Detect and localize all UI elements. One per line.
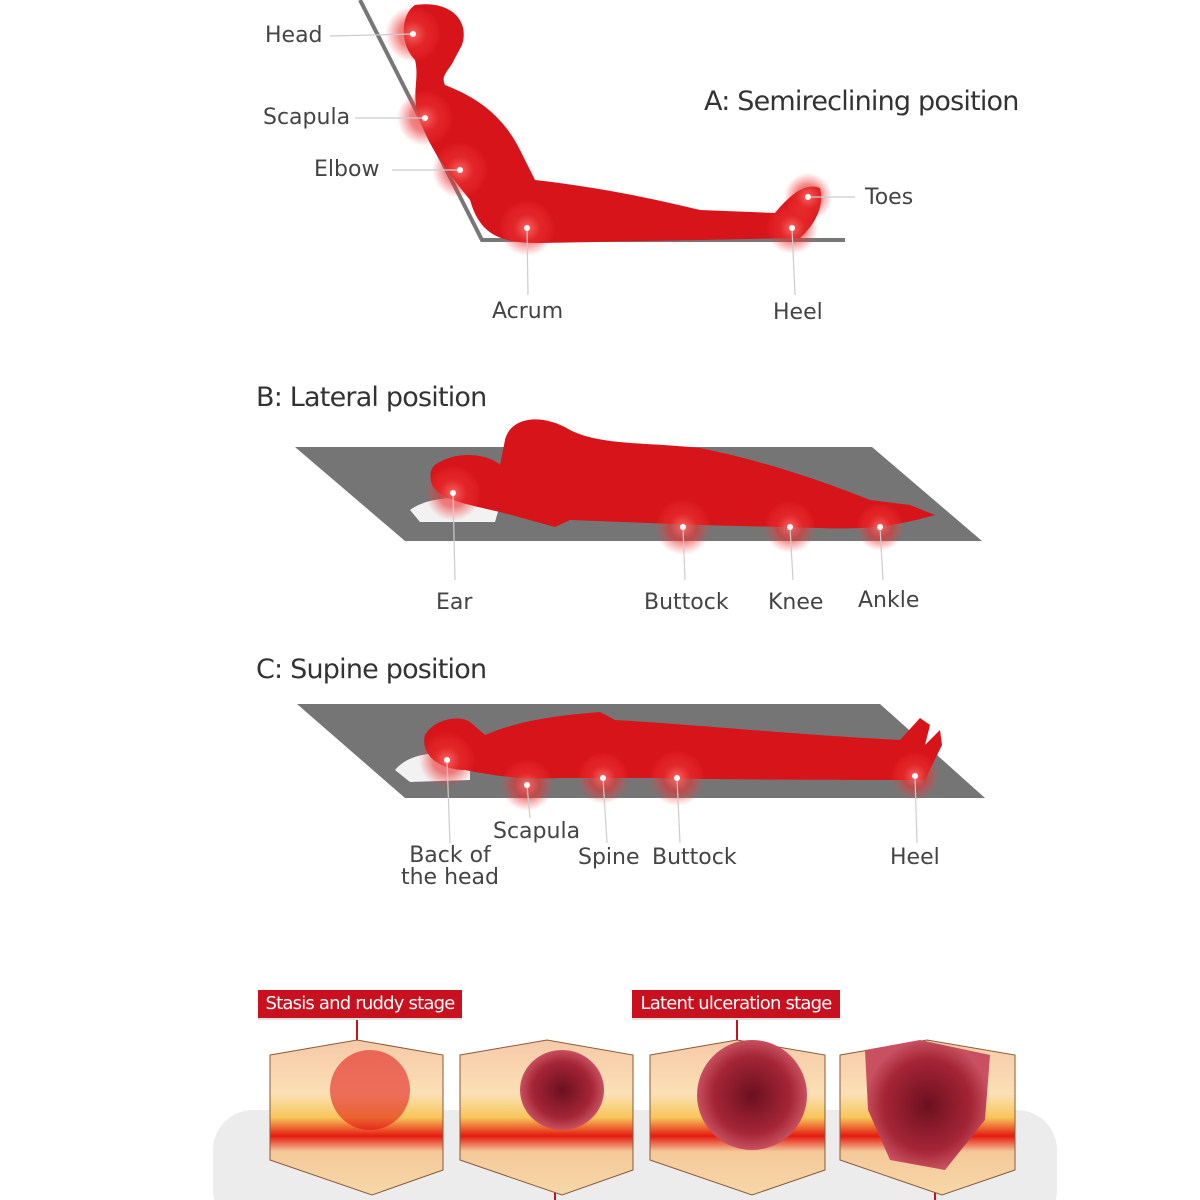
ulcer-stages <box>213 1018 1057 1200</box>
label-heel-a: Heel <box>773 300 823 325</box>
stage-tag-latent-ulceration: Latent ulceration stage <box>632 990 840 1020</box>
label-toes: Toes <box>865 185 914 210</box>
label-buttock-c: Buttock <box>652 845 737 870</box>
label-scapula-c: Scapula <box>493 819 581 844</box>
section-b-title: B: Lateral position <box>256 382 487 413</box>
label-ear: Ear <box>436 590 473 615</box>
skin-block-1 <box>269 1039 444 1196</box>
label-back-of-head: Back of the head <box>400 845 500 889</box>
stage-tag-stasis: Stasis and ruddy stage <box>258 990 462 1020</box>
label-knee: Knee <box>768 590 824 615</box>
skin-block-4 <box>839 1039 1016 1196</box>
label-buttock-b: Buttock <box>644 590 729 615</box>
figure-lateral <box>295 419 982 581</box>
figure-supine <box>297 704 985 844</box>
label-spine: Spine <box>578 845 640 870</box>
section-c-title: C: Supine position <box>256 654 487 685</box>
label-acrum: Acrum <box>492 299 564 324</box>
label-back-of-line2: the head <box>400 865 500 890</box>
section-a-title: A: Semireclining position <box>704 86 1019 117</box>
label-head: Head <box>265 23 323 48</box>
figure-semireclining <box>329 0 855 296</box>
label-back-of-line1: Back of <box>409 843 491 868</box>
label-heel-c: Heel <box>890 845 940 870</box>
label-elbow: Elbow <box>314 157 380 182</box>
skin-block-2 <box>459 1039 634 1196</box>
label-scapula: Scapula <box>263 105 351 130</box>
skin-block-3 <box>649 1039 826 1196</box>
label-ankle: Ankle <box>858 588 920 613</box>
